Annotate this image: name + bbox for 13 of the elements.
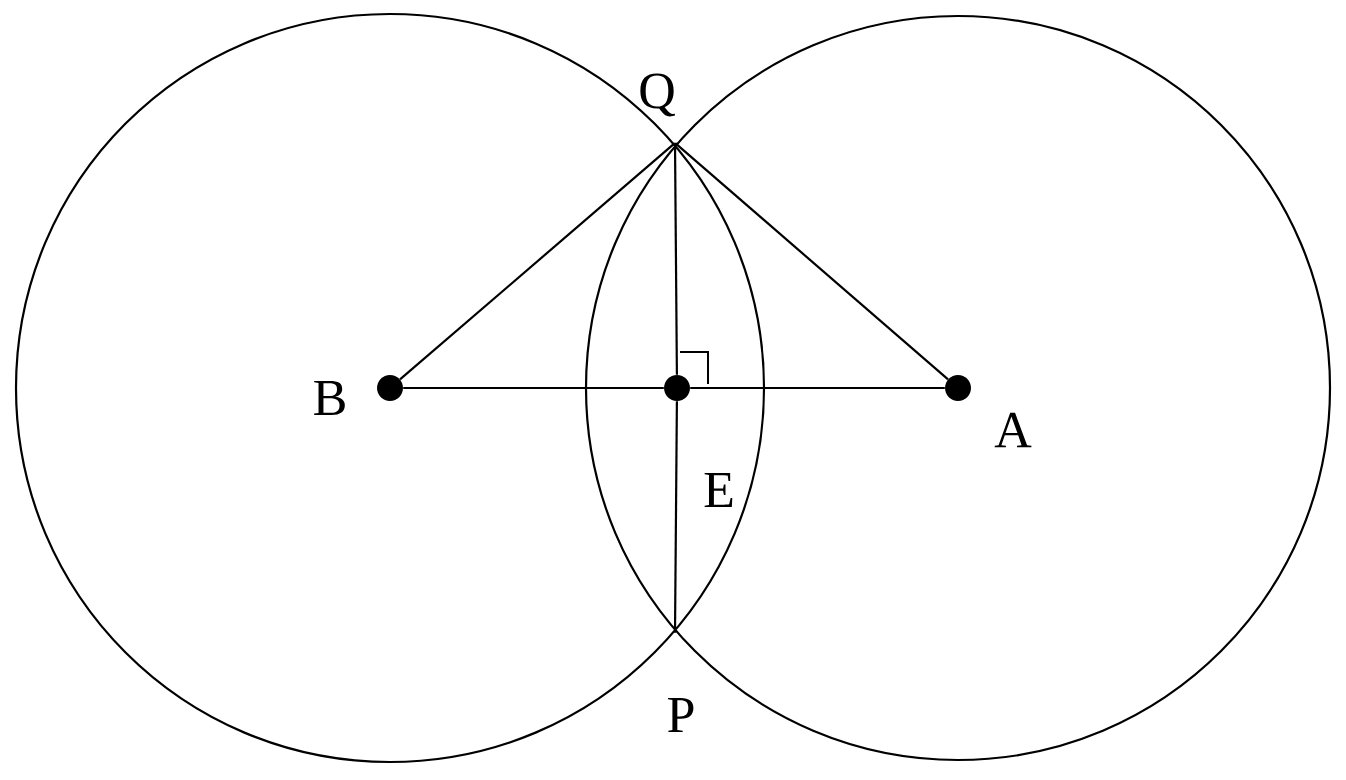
point-label: Q — [640, 73, 675, 117]
line-segment — [690, 386, 945, 390]
point-label: P — [668, 698, 694, 733]
line-segment — [673, 143, 678, 375]
point-label: E — [704, 473, 733, 508]
point-label: B — [314, 380, 345, 416]
line-segment — [674, 142, 949, 381]
point-label: A — [994, 412, 1032, 448]
point — [664, 375, 690, 401]
point — [377, 375, 403, 401]
line-segment — [403, 386, 664, 390]
point — [945, 375, 971, 401]
line-segment — [399, 142, 676, 381]
